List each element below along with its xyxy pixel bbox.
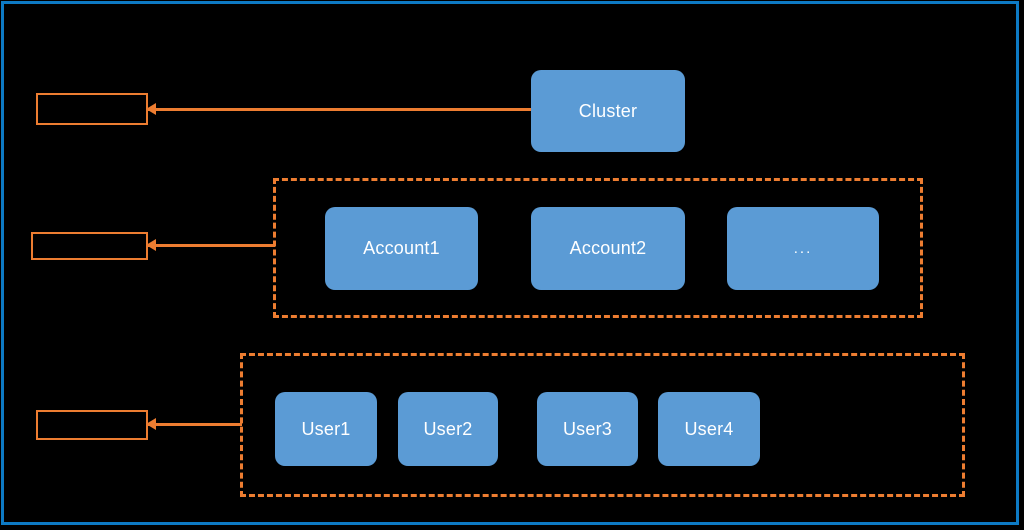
user-connector-arrowhead bbox=[146, 418, 156, 430]
user-connector-line bbox=[148, 423, 242, 426]
cluster-connector-arrowhead bbox=[146, 103, 156, 115]
node-user2[interactable]: User2 bbox=[398, 392, 498, 466]
user-group-container bbox=[240, 353, 965, 497]
account-connector-line bbox=[148, 244, 275, 247]
user-label-box[interactable] bbox=[36, 410, 148, 440]
account-connector-arrowhead bbox=[146, 239, 156, 251]
node-user4[interactable]: User4 bbox=[658, 392, 760, 466]
node-cluster[interactable]: Cluster bbox=[531, 70, 685, 152]
node-user3[interactable]: User3 bbox=[537, 392, 638, 466]
node-user1[interactable]: User1 bbox=[275, 392, 377, 466]
account-label-box[interactable] bbox=[31, 232, 148, 260]
node-account-more[interactable]: ... bbox=[727, 207, 879, 290]
cluster-label-box[interactable] bbox=[36, 93, 148, 125]
node-account2[interactable]: Account2 bbox=[531, 207, 685, 290]
node-account1[interactable]: Account1 bbox=[325, 207, 478, 290]
cluster-connector-line bbox=[148, 108, 533, 111]
account-group-container bbox=[273, 178, 923, 318]
